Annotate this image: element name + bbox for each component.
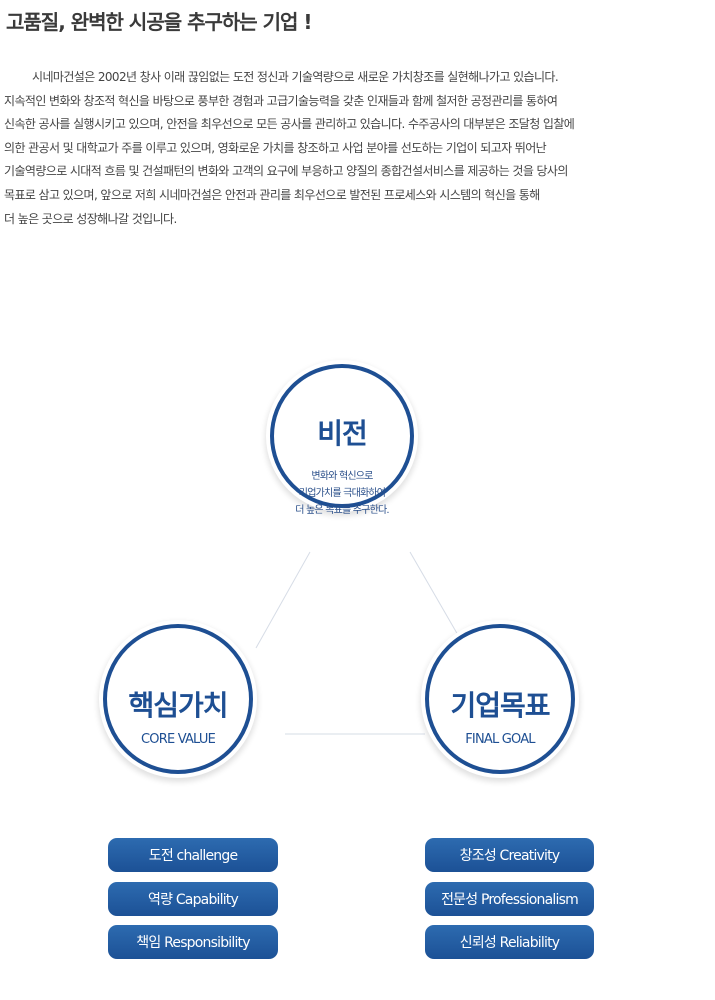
final-goal-circle: 기업목표 FINAL GOAL [425,624,575,774]
vision-desc-line: 기업가치를 극대화하여 [298,488,386,499]
intro-line: 신속한 공사를 실행시키고 있으며, 안전을 최우선으로 모든 공사를 관리하고… [4,117,575,132]
goal-pill-professionalism: 전문성 Professionalism [425,882,594,916]
final-goal-title: 기업목표 [450,689,550,722]
goal-pill-creativity: 창조성 Creativity [425,838,594,872]
final-goal-subtitle: FINAL GOAL [465,732,535,747]
core-value-subtitle: CORE VALUE [141,732,216,747]
vision-title: 비전 [317,417,368,450]
page-headline: 고품질, 완벽한 시공을 추구하는 기업 ! [6,10,313,34]
goal-pill-reliability: 신뢰성 Reliability [425,925,594,959]
intro-line: 의한 관공서 및 대학교가 주를 이루고 있으며, 영화로운 가치를 창조하고 … [4,140,547,155]
vision-circle: 비전 변화와 혁신으로 기업가치를 극대화하여 더 높은 목표를 추구한다. [270,364,414,516]
vision-desc-line: 변화와 혁신으로 [311,471,373,482]
connector-vision-goal [409,551,463,643]
connector-vision-core [255,551,311,649]
core-value-pill-challenge: 도전 challenge [108,838,278,872]
core-value-pill-responsibility: 책임 Responsibility [108,925,278,959]
intro-line: 지속적인 변화와 창조적 혁신을 바탕으로 풍부한 경험과 고급기술능력을 갖춘… [4,93,558,108]
intro-line: 시네마건설은 2002년 창사 이래 끊임없는 도전 정신과 기술역량으로 새로… [32,70,559,84]
intro-paragraph: 시네마건설은 2002년 창사 이래 끊임없는 도전 정신과 기술역량으로 새로… [4,66,704,231]
vision-description: 변화와 혁신으로 기업가치를 극대화하여 더 높은 목표를 추구한다. [274,468,410,519]
intro-line: 기술역량으로 시대적 흐름 및 건설패턴의 변화와 고객의 요구에 부응하고 양… [4,164,568,179]
intro-line: 목표로 삼고 있으며, 앞으로 저희 시네마건설은 안전과 관리를 최우선으로 … [4,187,540,202]
core-value-pill-capability: 역량 Capability [108,882,278,916]
core-value-circle: 핵심가치 CORE VALUE [103,624,253,774]
intro-line: 더 높은 곳으로 성장해나갈 것입니다. [4,211,177,226]
vision-desc-line: 더 높은 목표를 추구한다. [295,505,389,516]
core-value-title: 핵심가치 [128,689,228,722]
